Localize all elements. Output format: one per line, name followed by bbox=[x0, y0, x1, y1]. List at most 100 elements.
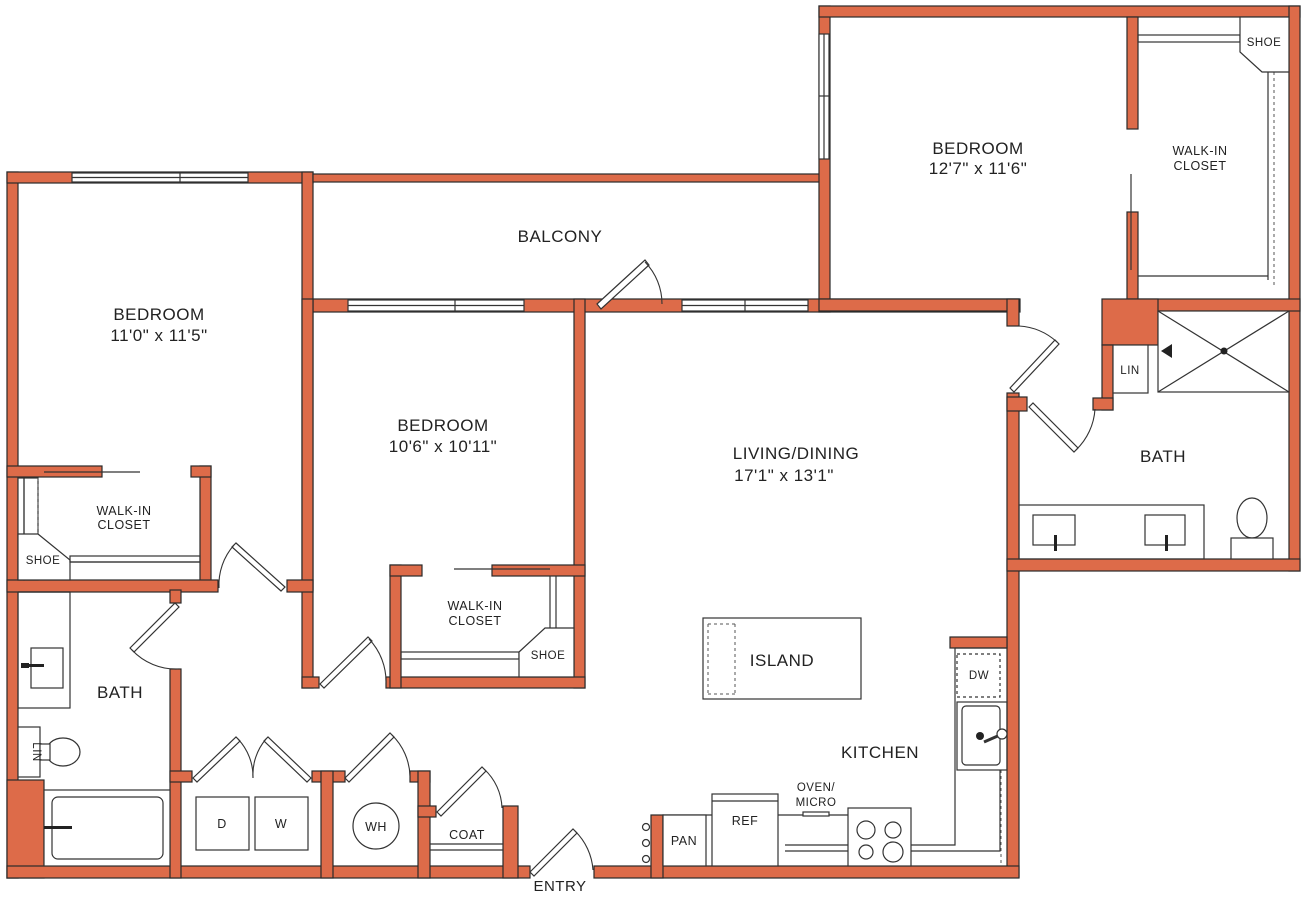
wall-bath-block bbox=[1101, 298, 1159, 346]
closet-fittings bbox=[17, 16, 1290, 678]
door-water-heater bbox=[344, 732, 395, 783]
vanity-right-bath bbox=[1018, 504, 1205, 560]
door-balcony bbox=[596, 259, 650, 310]
wall-living-right bbox=[1006, 392, 1020, 878]
label-dryer: D bbox=[217, 817, 227, 831]
wall-bath-lin-bottom bbox=[1092, 397, 1114, 411]
wall-living-right-stub bbox=[1006, 396, 1028, 412]
label-entry: ENTRY bbox=[533, 878, 586, 895]
wall-left-outer bbox=[6, 171, 19, 879]
label-refrigerator: REF bbox=[732, 814, 759, 828]
door-left-bath bbox=[129, 602, 180, 653]
label-living: LIVING/DINING bbox=[733, 444, 859, 463]
wall-wh-right bbox=[417, 770, 431, 879]
wall-kitchen-right-top bbox=[949, 636, 1008, 649]
label-lin-right: LIN bbox=[1120, 365, 1139, 377]
label-walkin-middle-2: CLOSET bbox=[448, 614, 501, 628]
label-bedroom-left-size: 11'0" x 11'5" bbox=[110, 326, 207, 345]
wall-mid-bedroom-right bbox=[573, 298, 586, 689]
island bbox=[702, 617, 862, 700]
label-balcony: BALCONY bbox=[518, 227, 603, 246]
dryer bbox=[195, 796, 250, 851]
label-coat: COAT bbox=[449, 828, 485, 842]
wall-mid-bottom-stub bbox=[301, 676, 320, 689]
wall-closet-left-lower bbox=[1126, 211, 1139, 303]
label-washer: W bbox=[275, 817, 287, 831]
wall-coat-right bbox=[502, 805, 519, 879]
wall-kitchen-pantry bbox=[650, 814, 664, 879]
label-oven-1: OVEN/ bbox=[797, 782, 836, 794]
door-right-bedroom bbox=[1009, 339, 1060, 393]
wall-left-closet-right bbox=[199, 465, 212, 592]
wall-laundry-divider bbox=[320, 770, 334, 879]
dishwasher bbox=[956, 653, 1001, 698]
wall-left-bottom-thick bbox=[6, 779, 45, 879]
wall-right-bedroom-bottom bbox=[818, 298, 1020, 312]
shoe-rack-right bbox=[1239, 16, 1290, 73]
wall-bottom-left bbox=[6, 865, 531, 879]
door-right-bath bbox=[1028, 402, 1079, 453]
wall-laundry-top-left bbox=[169, 770, 193, 783]
wall-left-closet-bottom bbox=[6, 579, 219, 593]
wall-right-outer-upper bbox=[1288, 5, 1301, 572]
label-bedroom-right-size: 12'7" x 11'6" bbox=[929, 159, 1027, 178]
door-mid-bedroom bbox=[319, 636, 373, 689]
labels: BEDROOM 11'0" x 11'5" BEDROOM 10'6" x 10… bbox=[26, 37, 1281, 895]
label-bedroom-right: BEDROOM bbox=[932, 139, 1023, 158]
shoe-rack-left bbox=[17, 533, 71, 581]
label-walkin-right-1: WALK-IN bbox=[1172, 144, 1227, 158]
label-water-heater: WH bbox=[365, 820, 387, 834]
walls bbox=[6, 5, 1301, 879]
wall-left-closet-bottom-stub bbox=[286, 579, 314, 593]
wall-bottom-right bbox=[593, 865, 1020, 879]
label-walkin-left-2: CLOSET bbox=[97, 518, 150, 532]
wall-closet-left bbox=[1126, 16, 1139, 130]
washer bbox=[254, 796, 309, 851]
door-coat bbox=[436, 766, 487, 817]
label-bath-left: BATH bbox=[97, 683, 143, 702]
wall-rb-bottom-corner bbox=[1006, 298, 1020, 327]
water-heater bbox=[352, 802, 400, 850]
label-shoe-middle: SHOE bbox=[531, 650, 566, 662]
wall-mid-closet-top-right bbox=[491, 564, 586, 577]
label-dishwasher: DW bbox=[969, 670, 989, 682]
wall-coat-stub bbox=[417, 805, 437, 818]
refrigerator bbox=[711, 793, 779, 867]
label-living-size: 17'1" x 13'1" bbox=[734, 466, 834, 485]
wall-bath-bottom bbox=[1006, 558, 1301, 572]
wall-left-closet-right-top bbox=[190, 465, 212, 478]
label-island: ISLAND bbox=[750, 651, 814, 670]
label-walkin-right-2: CLOSET bbox=[1173, 159, 1226, 173]
label-walkin-left-1: WALK-IN bbox=[96, 504, 151, 518]
door-left-bedroom bbox=[231, 542, 286, 592]
label-bedroom-left: BEDROOM bbox=[113, 305, 204, 324]
wall-balcony-top bbox=[312, 173, 822, 183]
oven-micro bbox=[802, 811, 830, 817]
toilet-right bbox=[1236, 497, 1268, 539]
label-oven-2: MICRO bbox=[796, 797, 837, 809]
wall-mid-bedroom-left bbox=[301, 298, 314, 689]
laundry bbox=[195, 796, 503, 851]
door-entry bbox=[529, 828, 578, 877]
sink-left-bath bbox=[30, 647, 64, 689]
label-walkin-middle-1: WALK-IN bbox=[447, 599, 502, 613]
wall-mid-bedroom-bottom bbox=[385, 676, 586, 689]
label-bath-right: BATH bbox=[1140, 447, 1186, 466]
label-bedroom-middle: BEDROOM bbox=[397, 416, 488, 435]
wall-mid-closet-top bbox=[389, 564, 423, 577]
shoe-rack-middle bbox=[518, 627, 575, 678]
label-shoe-left: SHOE bbox=[26, 555, 61, 567]
label-bedroom-middle-size: 10'6" x 10'11" bbox=[389, 437, 497, 456]
label-lin-left: LIN bbox=[30, 742, 42, 761]
door-laundry-left bbox=[192, 736, 241, 783]
linen-right bbox=[1112, 344, 1149, 394]
toilet-left bbox=[45, 737, 81, 767]
kitchen bbox=[641, 617, 1008, 867]
wall-left-bath-top-stub bbox=[169, 589, 182, 604]
doors bbox=[129, 259, 1096, 877]
wall-top-right-bedroom bbox=[818, 5, 1301, 18]
vanity-left-bath bbox=[17, 591, 71, 709]
bath-fixtures bbox=[17, 310, 1290, 867]
door-laundry-right bbox=[263, 736, 312, 783]
